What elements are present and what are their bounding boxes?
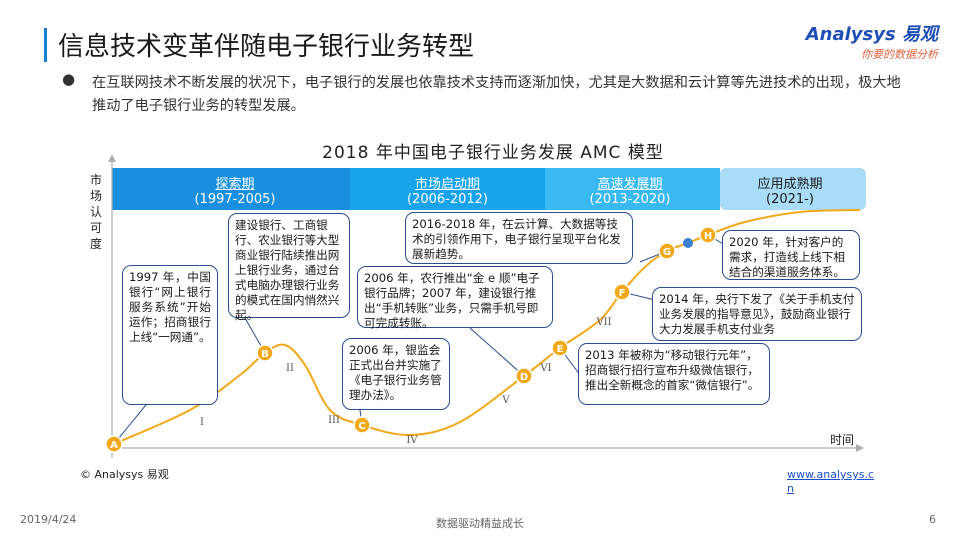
curve-dot [683, 238, 693, 248]
phase-period-1: (1997-2005) [194, 192, 276, 207]
slide-date: 2019/4/24 [20, 513, 77, 526]
title-accent-bar [44, 28, 47, 62]
annotation-d: 2006 年，农行推出“金 e 顺”电子银行品牌；2007 年，建设银行推出“手… [357, 266, 553, 330]
annotation-b: 建设银行、工商银行、农业银行等大型商业银行陆续推出网上银行业务，通过台式电脑办理… [228, 213, 350, 322]
phase-block-3 [545, 168, 720, 210]
phase-name-4: 应用成熟期 [757, 177, 823, 192]
copyright: © Analysys 易观 [80, 468, 169, 481]
phase-name-1: 探索期 [215, 177, 255, 192]
phase-name-3: 高速发展期 [597, 177, 663, 192]
segment-marker-4: IV [406, 435, 418, 446]
milestone-label-b: B [261, 349, 269, 360]
connector-d [469, 327, 525, 377]
segment-marker-6: VI [540, 363, 552, 374]
milestone-marker-f [613, 283, 631, 301]
phase-band [112, 168, 866, 210]
phase-block-4 [720, 168, 866, 210]
logo-brand: Analysys [805, 24, 896, 45]
milestone-markers: A B C D E F G H [105, 226, 717, 453]
y-axis-arrow [108, 154, 116, 162]
phase-block-1 [112, 168, 350, 210]
bullet-dot: ● [62, 70, 76, 88]
milestone-label-h: H [704, 231, 712, 242]
milestone-label-d: D [520, 372, 528, 383]
annotation-c: 2006 年，银监会正式出台并实施了《电子银行业务管理办法》。 [342, 338, 450, 410]
logo-wordmark: Analysys 易观 [806, 20, 938, 46]
milestone-marker-h [699, 226, 717, 244]
annotation-f: 2014 年，央行下发了《关于手机支付业务发展的指导意见》，鼓励商业银行大力发展… [652, 287, 862, 341]
milestone-marker-e [551, 339, 569, 357]
milestone-label-f: F [619, 288, 626, 299]
segment-marker-7: VII [596, 317, 612, 328]
y-axis-label: 市场认可度 [89, 173, 102, 251]
milestone-label-c: C [358, 421, 365, 432]
milestone-marker-a [105, 435, 123, 453]
connector-a [113, 399, 151, 445]
analysys-link[interactable]: www.analysys.cn [787, 468, 875, 495]
x-axis-arrow [856, 444, 864, 452]
annotation-e: 2013 年被称为“移动银行元年”，招商银行招行宣布升级微信银行，推出全新概念的… [578, 343, 770, 405]
milestone-label-e: E [557, 344, 564, 355]
analysys-logo: Analysys 易观 你要的数据分析 [806, 20, 938, 62]
phase-name-2: 市场启动期 [414, 177, 480, 192]
chart-title: 2018 年中国电子银行业务发展 AMC 模型 [322, 143, 664, 163]
segment-marker-2: II [286, 363, 294, 374]
annotation-h: 2020 年，针对客户的需求，打造线上线下相结合的渠道服务体系。 [722, 230, 860, 280]
page-number: 6 [929, 513, 936, 526]
annotation-a: 1997 年，中国银行“网上银行服务系统”开始运作；招商银行上线“一网通”。 [122, 265, 218, 405]
milestone-marker-g [658, 242, 676, 260]
phase-period-3: (2013-2020) [589, 192, 671, 207]
intro-text: 在互联网技术不断发展的状况下，电子银行的发展也依靠技术支持而逐渐加快，尤其是大数… [92, 75, 901, 114]
phase-period-2: (2006-2012) [406, 192, 488, 207]
milestone-label-g: G [663, 247, 671, 258]
milestone-marker-d [515, 367, 533, 385]
segment-marker-3: III [328, 415, 340, 426]
milestone-marker-b [256, 344, 274, 362]
annotation-g: 2016-2018 年，在云计算、大数据等技术的引领作用下，电子银行呈现平台化发… [405, 212, 633, 264]
phase-period-4: (2021-) [766, 192, 814, 207]
milestone-label-a: A [110, 440, 118, 451]
segment-marker-1: I [200, 417, 204, 428]
logo-tagline: 你要的数据分析 [861, 48, 938, 61]
x-axis-label: 时间 [830, 433, 855, 447]
milestone-marker-c [353, 416, 371, 434]
segment-marker-5: V [502, 395, 510, 406]
phase-block-2 [350, 168, 545, 210]
footer-slogan: 数据驱动精益成长 [436, 517, 524, 530]
page-title: 信息技术变革伴随电子银行业务转型 [58, 32, 475, 62]
logo-cn: 易观 [902, 24, 938, 45]
